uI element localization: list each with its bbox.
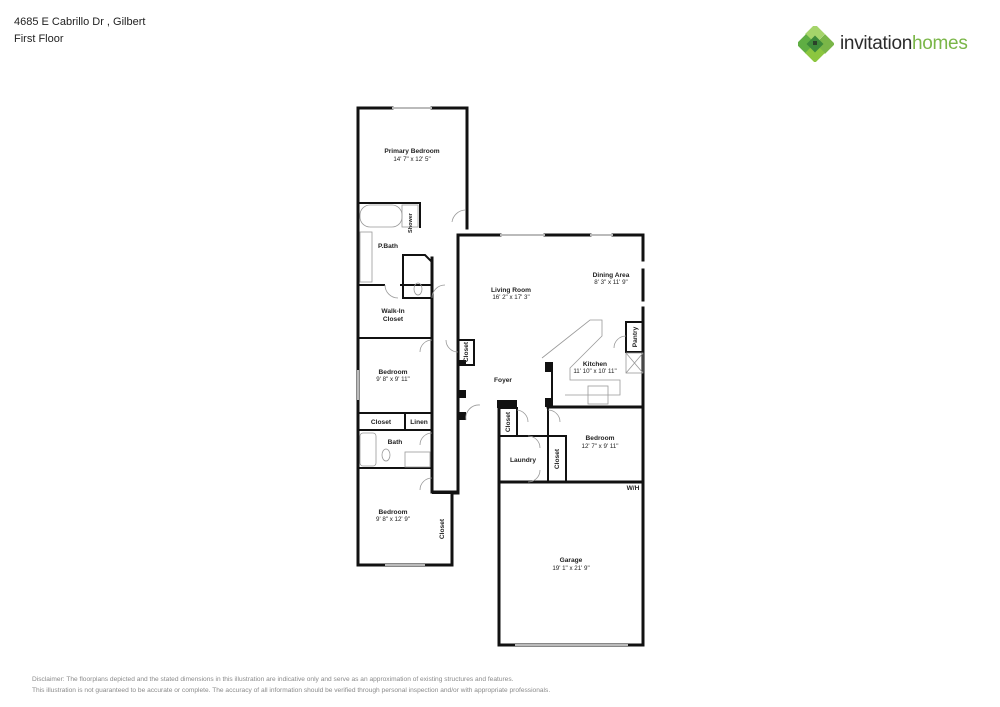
room-p-bath-name: P.Bath <box>378 243 398 250</box>
room-pantry-name: Pantry <box>632 326 639 347</box>
fixtures <box>359 204 644 491</box>
room-laundry-name: Laundry <box>510 457 536 464</box>
disclaimer-line-1: Disclaimer: The floorplans depicted and … <box>32 676 514 683</box>
kitchen-range <box>587 385 609 405</box>
room-closet-4-name: Closet <box>554 448 561 469</box>
bath-tub <box>359 432 377 467</box>
interior-walls <box>358 202 644 494</box>
room-garage-name: Garage <box>560 557 583 564</box>
primary-vanity <box>359 231 373 283</box>
property-address: 4685 E Cabrillo Dr , Gilbert <box>14 16 146 28</box>
room-bedroom-4-dims: 12' 7" x 9' 11" <box>582 443 619 450</box>
room-bedroom-2-name: Bedroom <box>379 369 408 376</box>
room-walk-in-closet-name-2: Closet <box>383 316 404 323</box>
room-bedroom-3-dims: 9' 8" x 12' 9" <box>376 516 410 523</box>
logo-wordmark: invitationhomes <box>840 33 968 55</box>
room-foyer-closet-name: Closet <box>505 411 512 432</box>
room-foyer-name: Foyer <box>494 377 512 384</box>
room-bath-name: Bath <box>388 439 403 446</box>
bath-vanity <box>404 451 431 468</box>
bath-toilet <box>381 448 391 462</box>
room-kitchen-name: Kitchen <box>583 361 607 368</box>
floor-label: First Floor <box>14 33 64 45</box>
room-kitchen-dims: 11' 10" x 10' 11" <box>573 368 616 375</box>
room-bedroom-4-name: Bedroom <box>586 435 615 442</box>
room-shower-name: Shower <box>408 212 414 233</box>
room-primary-bedroom-dims: 14' 7" x 12' 5" <box>393 156 430 163</box>
room-closet-3-name: Closet <box>439 518 446 539</box>
primary-tub <box>359 204 403 228</box>
room-bedroom-3-name: Bedroom <box>379 509 408 516</box>
room-walk-in-closet-name-1: Walk-In <box>381 308 404 315</box>
room-closet-2-name: Closet <box>371 419 392 426</box>
brand-logo: invitationhomes <box>798 26 968 62</box>
room-water-heater-name: W/H <box>627 485 640 492</box>
windows <box>357 107 628 646</box>
clover-diamond-logo-icon <box>798 26 834 62</box>
room-dining-area-name: Dining Area <box>593 272 630 279</box>
page-header: 4685 E Cabrillo Dr , Gilbert First Floor <box>14 14 145 48</box>
exterior-walls <box>356 106 645 647</box>
logo-word-homes: homes <box>912 33 968 54</box>
room-hall-closet-name: Closet <box>463 341 470 362</box>
room-dining-area-dims: 8' 3" x 11' 9" <box>594 279 627 286</box>
room-garage-dims: 19' 1" x 21' 9" <box>552 565 589 572</box>
room-bedroom-2-dims: 9' 8" x 9' 11" <box>376 376 409 383</box>
room-living-room-dims: 16' 2" x 17' 3" <box>492 294 529 301</box>
room-primary-bedroom-name: Primary Bedroom <box>384 148 439 155</box>
wall-blocks <box>458 360 552 420</box>
disclaimer-line-2: This illustration is not guaranteed to b… <box>32 687 551 694</box>
logo-word-invitation: invitation <box>840 33 912 54</box>
room-linen-name: Linen <box>410 419 428 426</box>
disclaimer: Disclaimer: The floorplans depicted and … <box>32 674 550 696</box>
room-living-room-name: Living Room <box>491 287 531 294</box>
kitchen-counter <box>541 319 621 396</box>
primary-shower <box>401 204 419 228</box>
fridge-space <box>625 352 644 374</box>
primary-toilet <box>413 282 423 296</box>
